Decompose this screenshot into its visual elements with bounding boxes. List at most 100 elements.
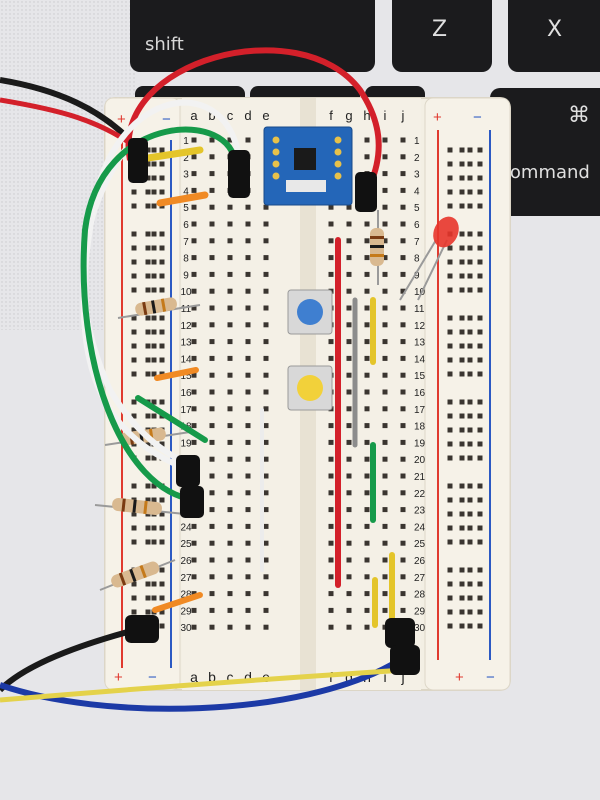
hole	[227, 507, 233, 513]
rail-hole	[159, 189, 165, 195]
hole	[227, 540, 233, 546]
hole	[328, 523, 334, 529]
row-number: 4	[183, 186, 189, 197]
wire-connectors	[125, 138, 420, 675]
rail-hole	[151, 413, 157, 419]
rail-hole	[151, 245, 157, 251]
column-letter: b	[208, 108, 215, 123]
push-buttons	[287, 289, 333, 411]
rail-hole	[447, 329, 453, 335]
hole	[400, 456, 406, 462]
blue-button-cap	[297, 299, 323, 325]
hole	[209, 255, 215, 261]
hole	[245, 423, 251, 429]
rail-hole	[477, 371, 483, 377]
rail-hole	[447, 581, 453, 587]
resistor	[99, 559, 176, 591]
hole	[400, 238, 406, 244]
connector	[128, 138, 148, 183]
rail-hole	[145, 371, 151, 377]
rail-hole	[131, 427, 137, 433]
rail-hole	[459, 427, 465, 433]
row-number: 7	[414, 237, 420, 248]
hole	[191, 255, 197, 261]
hole	[346, 523, 352, 529]
rail-hole	[459, 343, 465, 349]
rail-hole	[151, 189, 157, 195]
hole	[191, 339, 197, 345]
hole	[382, 372, 388, 378]
rail-hole	[151, 497, 157, 503]
rail-hole	[467, 581, 473, 587]
orange-jumper	[152, 592, 203, 613]
hole	[382, 221, 388, 227]
rail-hole	[459, 175, 465, 181]
rail-hole	[477, 315, 483, 321]
rail-hole	[467, 567, 473, 573]
column-letter: d	[244, 669, 252, 685]
rail-hole	[159, 231, 165, 237]
hole	[364, 423, 370, 429]
hole	[364, 490, 370, 496]
hole	[364, 406, 370, 412]
rail-hole	[159, 595, 165, 601]
hole	[227, 456, 233, 462]
row-number-labels: 1122334455667788991010111112121313141415…	[180, 136, 425, 634]
hole	[209, 154, 215, 160]
hole	[400, 540, 406, 546]
rail-hole	[145, 287, 151, 293]
row-number: 28	[414, 590, 426, 601]
rail-hole	[467, 413, 473, 419]
hole	[209, 624, 215, 630]
hole	[245, 372, 251, 378]
hole	[346, 255, 352, 261]
hole	[209, 171, 215, 177]
rail-hole	[477, 455, 483, 461]
rail-hole	[145, 245, 151, 251]
hole	[263, 355, 269, 361]
row-number: 6	[183, 220, 189, 231]
x-key	[508, 0, 600, 72]
rail-hole	[447, 343, 453, 349]
rail-hole	[477, 581, 483, 587]
shift-key-label: shift	[145, 34, 184, 55]
hole	[263, 322, 269, 328]
column-letter: j	[400, 669, 404, 685]
rail-hole	[145, 259, 151, 265]
hole	[400, 473, 406, 479]
rail-hole	[447, 203, 453, 209]
rail-hole	[467, 287, 473, 293]
hole	[191, 439, 197, 445]
hole	[400, 187, 406, 193]
rail-hole	[145, 525, 151, 531]
hole	[382, 523, 388, 529]
rail-hole	[477, 441, 483, 447]
sensor-chip	[294, 148, 316, 170]
rail-minus-bottom-right: −	[486, 669, 495, 686]
rail-hole	[159, 441, 165, 447]
hole	[263, 406, 269, 412]
z-key	[392, 0, 492, 72]
rail-hole	[467, 315, 473, 321]
hole	[227, 473, 233, 479]
hole	[364, 238, 370, 244]
rail-hole	[467, 525, 473, 531]
rail-hole	[159, 287, 165, 293]
hole	[227, 137, 233, 143]
rail-hole	[151, 343, 157, 349]
rail-hole	[459, 595, 465, 601]
rail-hole	[159, 175, 165, 181]
hole	[400, 255, 406, 261]
hole	[227, 574, 233, 580]
column-letter: g	[345, 108, 352, 123]
rail-hole	[459, 413, 465, 419]
hole	[263, 389, 269, 395]
hole	[346, 339, 352, 345]
rail-hole	[477, 609, 483, 615]
rail-hole	[447, 567, 453, 573]
row-number: 12	[180, 321, 192, 332]
white-wire	[80, 148, 192, 468]
hole	[400, 288, 406, 294]
connector	[176, 455, 200, 487]
hole	[245, 238, 251, 244]
